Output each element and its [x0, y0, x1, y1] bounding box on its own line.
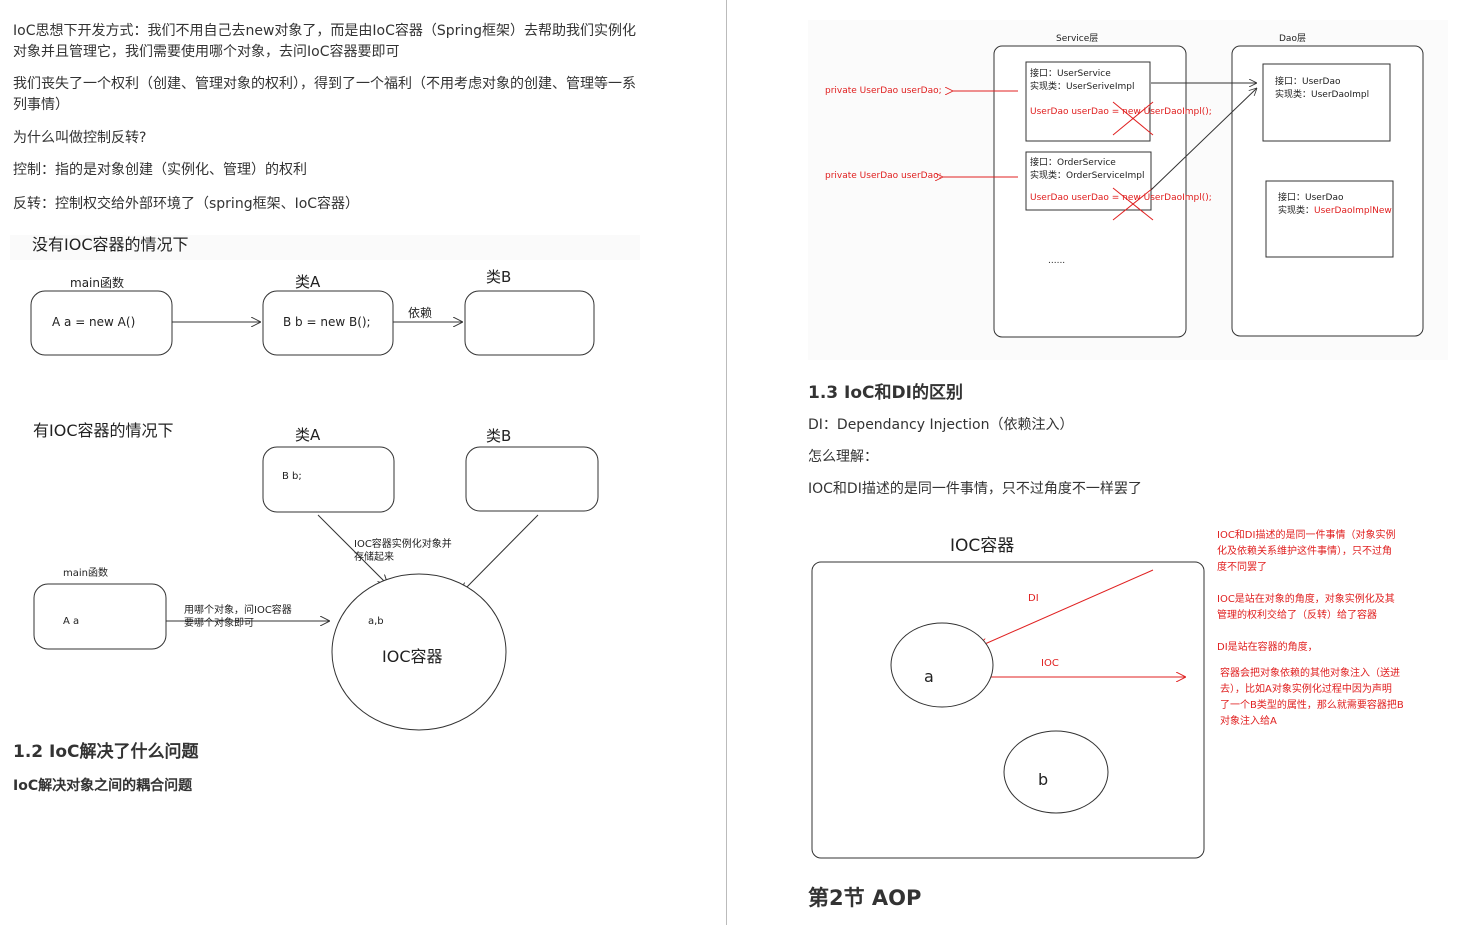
diagram2-title: 有IOC容器的情况下	[33, 421, 174, 440]
ioc-container-circle	[331, 573, 507, 731]
main-box	[30, 290, 173, 356]
private-field-1: private UserDao userDao;	[825, 86, 942, 96]
ioc-class-b-box	[465, 446, 599, 512]
chapter-title-aop: 第2节 AOP	[808, 886, 922, 910]
dao-box-2-l2a: 实现类：	[1278, 204, 1314, 216]
ioc-main-label: main函数	[63, 566, 108, 579]
object-a-label: a	[924, 667, 934, 686]
private-field-2: private UserDao userDao;	[825, 171, 942, 181]
how-to-understand: 怎么理解：	[808, 449, 878, 465]
service-layer-label: Service层	[1056, 33, 1098, 44]
service-ellipsis: ......	[1048, 256, 1065, 266]
order-service-l2: 实现类：OrderServiceImpl	[1030, 169, 1144, 181]
user-service-l3: UserDao userDao = new UserDaoImpl();	[1030, 107, 1212, 117]
diagram1-title-band	[10, 235, 640, 260]
cross2-b	[1112, 187, 1154, 221]
user-service-l1: 接口：UserService	[1030, 67, 1111, 79]
note1-line1: IOC和DI描述的是同一件事情（对象实例	[1217, 528, 1395, 541]
dao-box-2-l1: 接口：UserDao	[1278, 191, 1344, 203]
user-service-box	[1025, 61, 1151, 142]
note4-line1: 容器会把对象依赖的其他对象注入（送进	[1220, 666, 1400, 679]
di-arrow	[978, 569, 1154, 647]
main-label: main函数	[70, 275, 124, 290]
svg-text:实现类：UserDaoImplNew: 实现类：UserDaoImplNew	[1278, 204, 1392, 216]
ioc-class-a-box	[262, 446, 395, 513]
ioc-note-line2: 存储起来	[354, 550, 394, 563]
ioc-contents: a,b	[368, 616, 384, 627]
ioc-class-b-label: 类B	[486, 427, 511, 445]
dependency-label: 依赖	[408, 305, 432, 320]
ioc-comparison-diagram: 没有IOC容器的情况下 main函数 A a = new A() 类A B b …	[10, 235, 640, 731]
ioc-class-a-label: 类A	[295, 426, 321, 444]
class-a-code: B b = new B();	[283, 315, 371, 329]
object-a-circle	[890, 622, 994, 708]
dao-box-2-l2b: UserDaoImplNew	[1314, 206, 1392, 216]
ask-line2: 要哪个对象即可	[184, 616, 254, 629]
note4-line3: 了一个B类型的属性，那么就需要容器把B	[1220, 698, 1404, 711]
dao-box-1-l1: 接口：UserDao	[1275, 75, 1341, 87]
paragraph-lost-right: 我们丧失了一个权利（创建、管理对象的权利），得到了一个福利（不用考虑对象的创建、…	[13, 76, 636, 113]
dao-box-2	[1265, 180, 1394, 258]
order-service-box	[1025, 151, 1152, 211]
note2-line1: IOC是站在对象的角度，对象实例化及其	[1217, 592, 1395, 605]
order-service-l1: 接口：OrderService	[1030, 156, 1116, 168]
dao-box-1	[1262, 63, 1391, 142]
class-b-box	[464, 290, 595, 356]
service-dao-diagram: Service层 Dao层 接口：UserService 实现类：UserSer…	[808, 20, 1448, 360]
dao-box-1-l2: 实现类：UserDaoImpl	[1275, 88, 1369, 100]
a-to-ioc-arrow	[317, 514, 388, 585]
left-page: IoC思想下开发方式：我们不用自己去new对象了，而是由IoC容器（Spring…	[0, 0, 726, 925]
diagram1-title: 没有IOC容器的情况下	[32, 235, 189, 254]
di-label: DI	[1028, 593, 1039, 604]
paragraph-inversion: 反转：控制权交给外部环境了（spring框架、IoC容器）	[13, 196, 360, 212]
paragraph-why-ioc: 为什么叫做控制反转?	[13, 130, 147, 146]
ioc-di-notes: IOC和DI描述的是同一件事情（对象实例 化及依赖关系维护这件事情），只不过角 …	[1217, 528, 1404, 727]
orderservice-to-dao-arrow	[1150, 88, 1257, 191]
section-title-1-3: 1.3 IoC和DI的区别	[808, 383, 963, 403]
ioc-container-label: IOC容器	[382, 647, 443, 666]
class-a-label: 类A	[295, 273, 321, 291]
note4-line2: 去），比如A对象实例化过程中因为声明	[1220, 682, 1392, 695]
di-definition: DI：Dependancy Injection（依赖注入）	[808, 417, 1074, 433]
object-b-label: b	[1038, 770, 1048, 789]
user-service-l2: 实现类：UserSeriveImpl	[1030, 80, 1134, 92]
class-b-label: 类B	[486, 268, 511, 286]
cross1-b	[1112, 101, 1154, 136]
note1-line2: 化及依赖关系维护这件事情），只不过角	[1217, 544, 1392, 557]
ioc-container-title: IOC容器	[950, 536, 1014, 556]
main-code: A a = new A()	[52, 315, 135, 329]
b-to-ioc-arrow	[461, 514, 539, 593]
note2-line2: 管理的权利交给了（反转）给了容器	[1217, 608, 1377, 621]
ioc-di-diagram: IOC容器 DI IOC a b IOC和DI描述的是同一件事情（对象实例 化及…	[811, 528, 1404, 859]
ioc-note-line1: IOC容器实例化对象并	[354, 537, 452, 550]
ioc-arrow-label: IOC	[1041, 658, 1059, 669]
ioc-class-a-code: B b;	[282, 471, 302, 482]
ioc-container-box	[811, 561, 1205, 859]
paragraph-ioc-dev-mode: IoC思想下开发方式：我们不用自己去new对象了，而是由IoC容器（Spring…	[13, 23, 637, 60]
ioc-di-description: IOC和DI描述的是同一件事情，只不过角度不一样罢了	[808, 481, 1142, 497]
page-divider	[726, 0, 727, 925]
note1-line3: 度不同罢了	[1217, 560, 1267, 573]
dao-layer-label: Dao层	[1279, 33, 1306, 44]
note3-line1: DI是站在容器的角度，	[1217, 640, 1318, 653]
right-page: Service层 Dao层 接口：UserService 实现类：UserSer…	[728, 0, 1471, 925]
paragraph-control: 控制：指的是对象创建（实例化、管理）的权利	[13, 162, 307, 178]
note4-line4: 对象注入给A	[1220, 714, 1277, 727]
class-a-box	[262, 290, 394, 356]
object-b-circle	[1003, 730, 1109, 814]
ask-line1: 用哪个对象，问IOC容器	[184, 603, 292, 616]
order-service-l3: UserDao userDao = new UserDaoImpl();	[1030, 193, 1212, 203]
section-title-1-2: 1.2 IoC解决了什么问题	[13, 742, 199, 762]
ioc-main-code: A a	[63, 616, 79, 627]
section-text-1-2: IoC解决对象之间的耦合问题	[13, 778, 193, 794]
ioc-main-box	[33, 583, 167, 650]
